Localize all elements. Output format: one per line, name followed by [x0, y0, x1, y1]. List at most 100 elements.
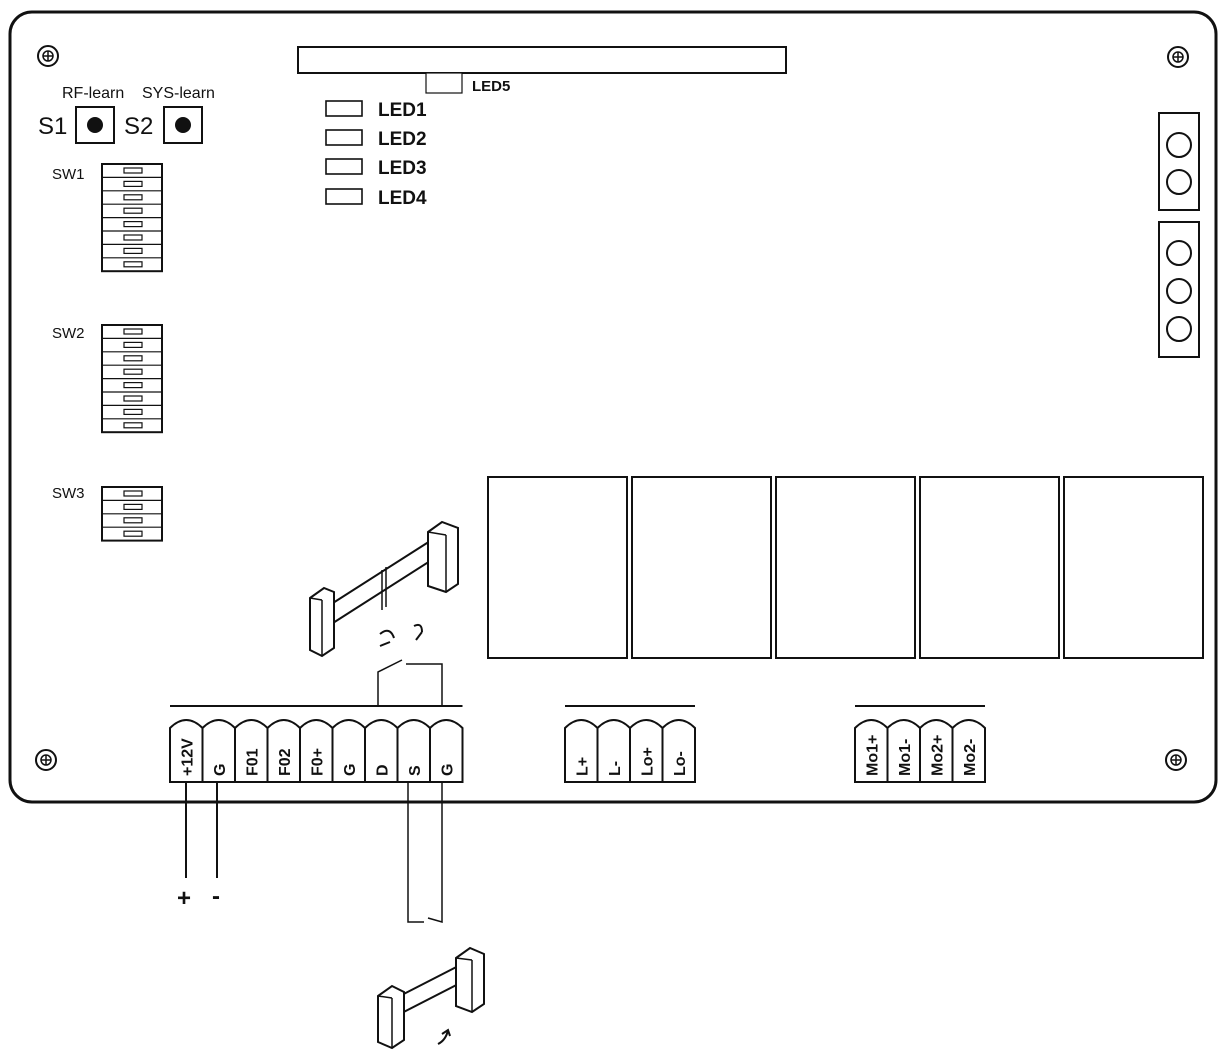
- terminal-label: F02: [277, 748, 294, 776]
- led5-indicator: [425, 72, 463, 94]
- dip-toggle[interactable]: [123, 194, 143, 201]
- relay-1: [487, 476, 628, 659]
- s1-label: S1: [38, 113, 67, 140]
- terminal-label: G: [342, 764, 359, 776]
- terminal-label: L-: [607, 761, 624, 776]
- terminal-label: G: [439, 764, 456, 776]
- dip-toggle[interactable]: [123, 341, 143, 348]
- relay-2: [631, 476, 772, 659]
- relay-bank: [487, 476, 1204, 659]
- terminal-+12V[interactable]: +12V: [169, 719, 204, 783]
- led5-label: LED5: [472, 78, 510, 95]
- dip-toggle[interactable]: [123, 503, 143, 510]
- dip-toggle[interactable]: [123, 328, 143, 335]
- bridge-wire: [377, 659, 403, 706]
- relay-4: [919, 476, 1060, 659]
- terminal-S[interactable]: S: [396, 719, 431, 783]
- terminal-L+[interactable]: L+: [564, 719, 599, 783]
- led4-indicator: [325, 188, 363, 205]
- mounting-screw-icon: [35, 749, 57, 771]
- dip-toggle[interactable]: [123, 247, 143, 254]
- sw3-label: SW3: [52, 485, 85, 502]
- s1-button[interactable]: [75, 106, 115, 144]
- main-terminal-block: +12V G F01 F02 F0+ G D S G: [169, 705, 464, 783]
- dip-toggle[interactable]: [123, 180, 143, 187]
- terminal-label: Lo-: [672, 751, 689, 776]
- dip-toggle[interactable]: [123, 368, 143, 375]
- motor-terminal-block: Mo1+ Mo1- Mo2+ Mo2-: [854, 705, 986, 783]
- terminal-F01[interactable]: F01: [234, 719, 269, 783]
- loop-wire-right: [427, 782, 443, 923]
- sw2-dip-switch[interactable]: [101, 324, 163, 434]
- rotate-arrow-icon: [437, 1028, 451, 1045]
- bridge-wire-right: [406, 663, 443, 706]
- led2-label: LED2: [378, 129, 427, 150]
- dip-toggle[interactable]: [123, 167, 143, 174]
- rotate-arrow-icon: [379, 623, 423, 647]
- lamp-terminal-block: L+ L- Lo+ Lo-: [564, 705, 696, 783]
- dip-toggle[interactable]: [123, 261, 143, 268]
- s2-button[interactable]: [163, 106, 203, 144]
- terminal-L-[interactable]: L-: [596, 719, 631, 783]
- terminal-G[interactable]: G: [331, 719, 366, 783]
- led3-indicator: [325, 158, 363, 175]
- mounting-screw-icon: [1167, 46, 1189, 68]
- plus-label: +: [177, 885, 191, 912]
- led1-label: LED1: [378, 100, 427, 121]
- dip-toggle[interactable]: [123, 490, 143, 497]
- terminal-Lo-[interactable]: Lo-: [661, 719, 696, 783]
- terminal-F02[interactable]: F02: [266, 719, 301, 783]
- dip-toggle[interactable]: [123, 355, 143, 362]
- sw2-label: SW2: [52, 325, 85, 342]
- terminal-F0+[interactable]: F0+: [299, 719, 334, 783]
- led1-indicator: [325, 100, 363, 117]
- dip-toggle[interactable]: [123, 382, 143, 389]
- loop-wire: [407, 782, 424, 923]
- terminal-label: F0+: [309, 748, 326, 776]
- led-group: LED1 LED2 LED3 LED4: [325, 100, 427, 209]
- dip-toggle[interactable]: [123, 408, 143, 415]
- terminal-Mo2-[interactable]: Mo2-: [951, 719, 986, 783]
- dip-toggle[interactable]: [123, 517, 143, 524]
- dip-toggle[interactable]: [123, 234, 143, 241]
- terminal-label: Mo2-: [962, 739, 979, 776]
- jumper-bridge-icon: [309, 520, 459, 658]
- terminal-G[interactable]: G: [429, 719, 464, 783]
- s2-caption: SYS-learn: [142, 85, 215, 102]
- mounting-screw-icon: [1165, 749, 1187, 771]
- sw1-dip-switch[interactable]: [101, 163, 163, 273]
- terminal-Mo2+[interactable]: Mo2+: [919, 719, 954, 783]
- jumper-bridge-icon: [377, 946, 485, 1050]
- terminal-Mo1+[interactable]: Mo1+: [854, 719, 889, 783]
- sw1-label: SW1: [52, 166, 85, 183]
- dip-toggle[interactable]: [123, 422, 143, 429]
- minus-label: -: [212, 883, 220, 910]
- s1-caption: RF-learn: [62, 85, 124, 102]
- terminal-label: +12V: [179, 738, 196, 776]
- terminal-Lo+[interactable]: Lo+: [629, 719, 664, 783]
- terminal-label: Mo2+: [929, 735, 946, 776]
- dip-toggle[interactable]: [123, 530, 143, 537]
- terminal-G[interactable]: G: [201, 719, 236, 783]
- display-bar: [297, 46, 787, 74]
- terminal-Mo1-[interactable]: Mo1-: [886, 719, 921, 783]
- connector-3pin: [1158, 221, 1200, 358]
- led3-label: LED3: [378, 158, 427, 179]
- terminal-label: Lo+: [639, 747, 656, 776]
- terminal-label: Mo1-: [897, 739, 914, 776]
- terminal-D[interactable]: D: [364, 719, 399, 783]
- led4-label: LED4: [378, 188, 427, 209]
- relay-5: [1063, 476, 1204, 659]
- dip-toggle[interactable]: [123, 221, 143, 228]
- s2-label: S2: [124, 113, 153, 140]
- mounting-screw-icon: [37, 45, 59, 67]
- terminal-label: F01: [244, 748, 261, 776]
- terminal-label: D: [374, 764, 391, 776]
- sw3-dip-switch[interactable]: [101, 486, 163, 542]
- dip-toggle[interactable]: [123, 207, 143, 214]
- terminal-label: S: [407, 765, 424, 776]
- terminal-label: G: [212, 764, 229, 776]
- dip-toggle[interactable]: [123, 395, 143, 402]
- terminal-label: Mo1+: [864, 735, 881, 776]
